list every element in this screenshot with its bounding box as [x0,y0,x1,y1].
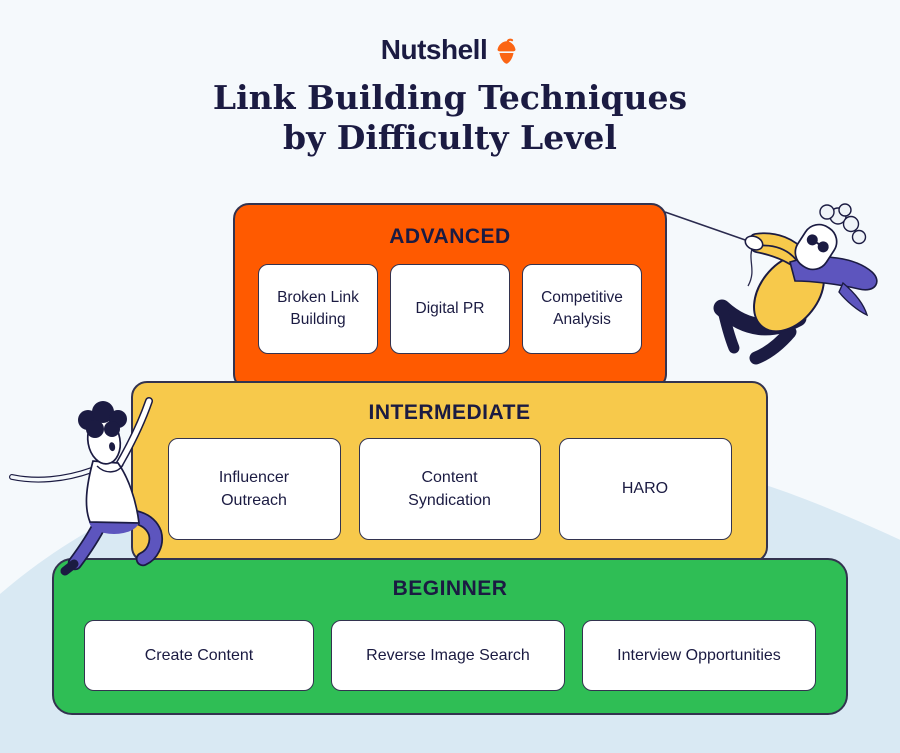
technique-card: Influencer Outreach [167,438,341,540]
tier-beginner-label: BEGINNER [392,577,508,600]
tier-advanced-cards: Broken Link Building Digital PR Competit… [235,264,665,354]
tier-advanced-label: ADVANCED [389,225,511,248]
technique-card: Create Content [84,620,314,691]
tier-beginner: BEGINNER Create Content Reverse Image Se… [52,558,848,715]
tier-intermediate-cards: Influencer Outreach Content Syndication … [133,438,766,540]
tier-intermediate-label: INTERMEDIATE [368,401,531,424]
technique-card: Competitive Analysis [522,264,642,354]
tier-beginner-cards: Create Content Reverse Image Search Inte… [54,620,846,691]
technique-card: Broken Link Building [258,264,378,354]
page-title-line2: by Difficulty Level [283,117,617,157]
technique-card: Digital PR [390,264,510,354]
tier-intermediate: INTERMEDIATE Influencer Outreach Content… [131,381,768,563]
tier-advanced: ADVANCED Broken Link Building Digital PR… [233,203,667,390]
climber-right-illustration [713,203,878,365]
technique-card: Reverse Image Search [331,620,565,691]
brand-logo: Nutshell [0,34,900,66]
page-title: Link Building Techniques by Difficulty L… [0,78,900,157]
brand-name: Nutshell [380,34,488,65]
page-title-line1: Link Building Techniques [212,78,688,117]
technique-card: Interview Opportunities [582,620,816,691]
rope-line [664,211,754,287]
acorn-icon [497,38,516,64]
technique-card: Content Syndication [358,438,541,540]
technique-card: HARO [558,438,732,540]
